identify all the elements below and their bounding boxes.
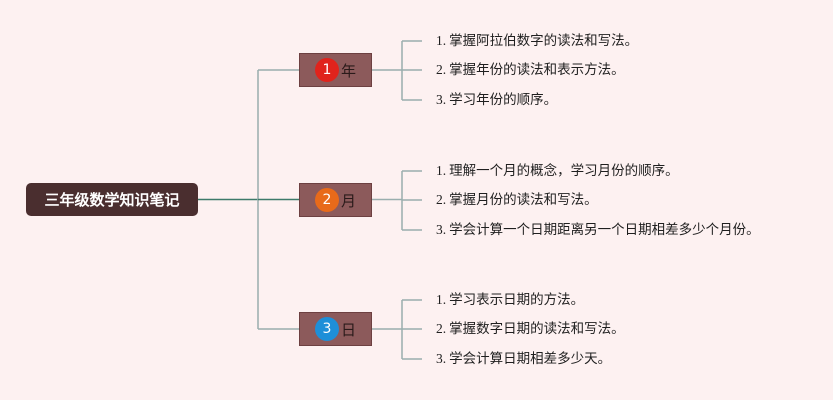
leaf-item[interactable]: 3.学会计算日期相差多少天。 [436,349,611,369]
branch-label: 年 [340,61,356,80]
leaf-number: 2. [436,192,447,207]
leaf-item[interactable]: 1.理解一个月的概念，学习月份的顺序。 [436,161,679,181]
branch-label: 月 [340,191,356,210]
leaf-text: 学会计算日期相差多少天。 [449,351,612,367]
leaf-text: 掌握阿拉伯数字的读法和写法。 [449,33,639,49]
branch-node-month[interactable]: 2 月 [299,183,372,217]
leaf-connector-1 [372,40,422,101]
leaf-text: 学会计算一个日期距离另一个日期相差多少个月份。 [449,222,760,238]
number-badge: 3 [314,317,339,341]
branch-node-year[interactable]: 1 年 [299,53,372,87]
leaf-text: 理解一个月的概念，学习月份的顺序。 [449,163,679,179]
leaf-item[interactable]: 1.学习表示日期的方法。 [436,290,584,310]
leaf-number: 1. [436,163,447,178]
leaf-number: 2. [436,321,447,336]
leaf-text: 掌握年份的读法和表示方法。 [449,62,625,78]
leaf-connector-2 [372,170,422,231]
root-label: 三年级数学知识笔记 [44,191,180,209]
leaf-item[interactable]: 2.掌握月份的读法和写法。 [436,190,598,210]
leaf-number: 3. [436,222,447,237]
leaf-item[interactable]: 2.掌握数字日期的读法和写法。 [436,319,625,339]
leaf-item[interactable]: 3.学习年份的顺序。 [436,90,557,110]
leaf-number: 1. [436,33,447,48]
branch-node-day[interactable]: 3 日 [299,312,372,346]
leaf-text: 学习年份的顺序。 [449,92,558,108]
root-node[interactable]: 三年级数学知识笔记 [26,183,198,216]
leaf-number: 1. [436,292,447,307]
leaf-number: 3. [436,351,447,366]
number-badge: 2 [314,188,339,212]
leaf-text: 掌握月份的读法和写法。 [449,192,598,208]
leaf-number: 3. [436,92,447,107]
leaf-item[interactable]: 2.掌握年份的读法和表示方法。 [436,60,625,80]
leaf-item[interactable]: 1.掌握阿拉伯数字的读法和写法。 [436,31,638,51]
number-badge: 1 [314,58,339,82]
leaf-item[interactable]: 3.学会计算一个日期距离另一个日期相差多少个月份。 [436,220,760,240]
leaf-text: 掌握数字日期的读法和写法。 [449,321,625,337]
leaf-number: 2. [436,62,447,77]
leaf-connector-3 [372,299,422,360]
leaf-text: 学习表示日期的方法。 [449,292,585,308]
branch-label: 日 [340,320,356,339]
